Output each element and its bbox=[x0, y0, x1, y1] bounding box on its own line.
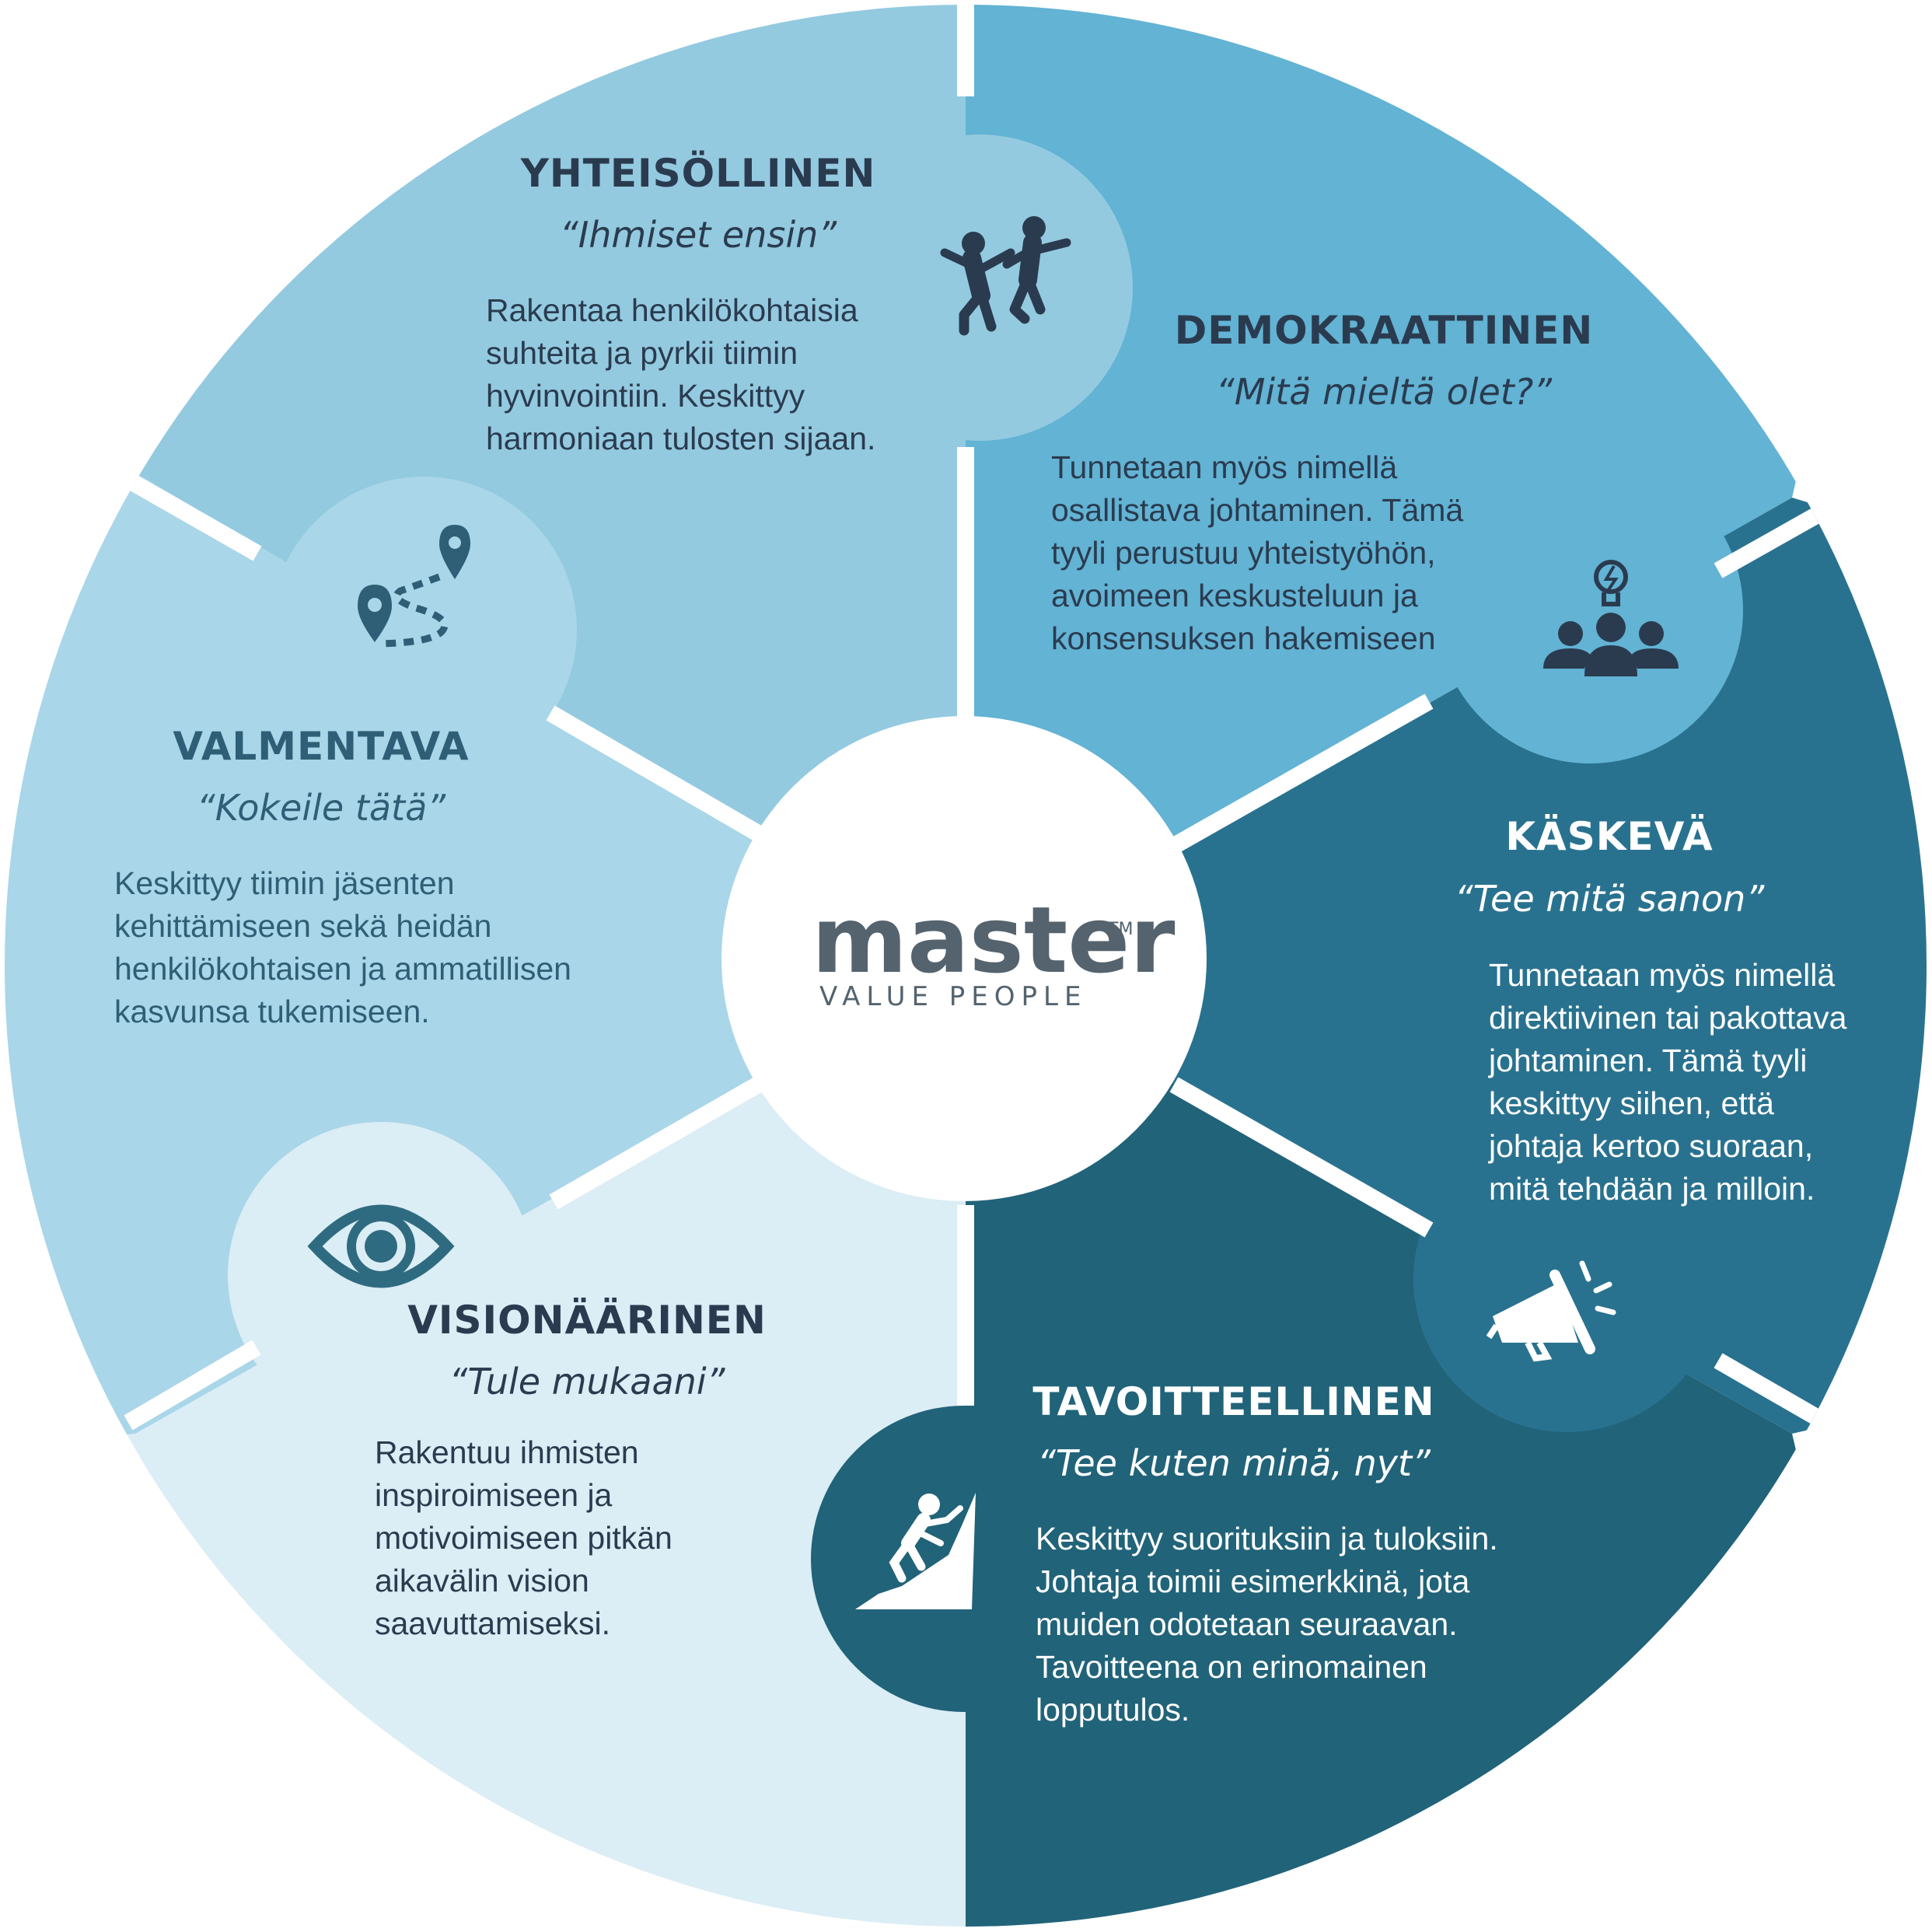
sector-kaskeva bbox=[966, 498, 1927, 1434]
dividers bbox=[124, 5, 1894, 1431]
desc-line: kehittämiseen sekä heidän bbox=[114, 908, 491, 944]
desc-line: kasvunsa tukemiseen. bbox=[114, 994, 430, 1029]
desc-line: muiden odotetaan seuraavan. bbox=[1036, 1606, 1458, 1642]
segment-tavoitteellinen: TAVOITTEELLINEN “Tee kuten minä, nyt” Ke… bbox=[1032, 1379, 1507, 1728]
yhteisollinen-desc: Rakentaa henkilökohtaisia suhteita ja py… bbox=[486, 292, 875, 456]
sector-valmentava bbox=[5, 475, 966, 1447]
desc-line: Tunnetaan myös nimellä bbox=[1051, 449, 1397, 485]
valmentava-desc: Keskittyy tiimin jäsenten kehittämiseen … bbox=[114, 865, 580, 1029]
desc-line: keskittyy siihen, että bbox=[1489, 1085, 1774, 1121]
desc-line: konsensuksen hakemiseen bbox=[1051, 620, 1436, 656]
valmentava-title: VALMENTAVA bbox=[173, 724, 469, 769]
desc-line: saavuttamiseksi. bbox=[375, 1605, 610, 1641]
desc-line: inspiroimiseen ja bbox=[375, 1477, 613, 1513]
desc-line: johtaminen. Tämä tyyli bbox=[1488, 1043, 1807, 1078]
visionaarinen-desc: Rakentuu ihmisten inspiroimiseen ja moti… bbox=[375, 1434, 681, 1641]
desc-line: Tavoitteena on erinomainen bbox=[1036, 1649, 1427, 1685]
tab-kaskeva bbox=[1413, 1126, 1720, 1432]
visionaarinen-quote: “Tule mukaani” bbox=[449, 1361, 726, 1403]
desc-line: johtaja kertoo suoraan, bbox=[1488, 1128, 1813, 1164]
megaphone-icon bbox=[1486, 1260, 1616, 1362]
eye-icon bbox=[307, 1204, 455, 1288]
desc-line: motivoimiseen pitkän bbox=[375, 1520, 673, 1556]
valmentava-quote: “Kokeile tätä” bbox=[197, 787, 446, 829]
desc-line: Johtaja toimii esimerkkinä, jota bbox=[1036, 1563, 1469, 1599]
master-logo: master TM VALUE PEOPLE bbox=[812, 886, 1175, 1012]
desc-line: aikavälin vision bbox=[375, 1563, 589, 1598]
tavoitteellinen-quote: “Tee kuten minä, nyt” bbox=[1037, 1442, 1431, 1484]
segment-kaskeva: KÄSKEVÄ “Tee mitä sanon” Tunnetaan myös … bbox=[1455, 814, 1856, 1207]
desc-line: Rakentuu ihmisten bbox=[375, 1434, 639, 1470]
yhteisollinen-quote: “Ihmiset ensin” bbox=[560, 214, 837, 256]
segment-valmentava: VALMENTAVA “Kokeile tätä” Keskittyy tiim… bbox=[114, 724, 580, 1029]
desc-line: hyvinvointiin. Keskittyy bbox=[486, 378, 805, 414]
demokraattinen-quote: “Mitä mieltä olet?” bbox=[1216, 371, 1553, 413]
tavoitteellinen-desc: Keskittyy suorituksiin ja tuloksiin. Joh… bbox=[1036, 1521, 1507, 1728]
desc-line: mitä tehdään ja milloin. bbox=[1489, 1171, 1815, 1207]
demokraattinen-desc: Tunnetaan myös nimellä osallistava johta… bbox=[1051, 449, 1473, 656]
desc-line: tyyli perustuu yhteistyöhön, bbox=[1051, 535, 1436, 571]
segment-visionaarinen: VISIONÄÄRINEN “Tule mukaani” Rakentuu ih… bbox=[375, 1298, 767, 1641]
desc-line: osallistava johtaminen. Tämä bbox=[1051, 492, 1463, 528]
segment-demokraattinen: DEMOKRAATTINEN “Mitä mieltä olet?” Tunne… bbox=[1051, 308, 1594, 656]
team-idea-icon bbox=[1543, 560, 1679, 676]
desc-line: Keskittyy tiimin jäsenten bbox=[114, 865, 455, 901]
logo-trademark: TM bbox=[1107, 920, 1133, 939]
desc-line: lopputulos. bbox=[1036, 1692, 1190, 1728]
desc-line: Tunnetaan myös nimellä bbox=[1489, 957, 1835, 993]
demokraattinen-title: DEMOKRAATTINEN bbox=[1175, 308, 1594, 353]
desc-line: suhteita ja pyrkii tiimin bbox=[486, 335, 798, 371]
desc-line: henkilökohtaisen ja ammatillisen bbox=[114, 951, 571, 987]
desc-line: Keskittyy suorituksiin ja tuloksiin. bbox=[1036, 1521, 1498, 1556]
kaskeva-quote: “Tee mitä sanon” bbox=[1455, 878, 1766, 920]
tab-demokraattinen bbox=[1437, 457, 1743, 763]
logo-tagline: VALUE PEOPLE bbox=[819, 981, 1087, 1012]
kaskeva-title: KÄSKEVÄ bbox=[1505, 814, 1713, 859]
climber-icon bbox=[855, 1493, 976, 1609]
segment-yhteisollinen: YHTEISÖLLINEN “Ihmiset ensin” Rakentaa h… bbox=[486, 150, 875, 456]
logo-word: master bbox=[812, 886, 1175, 994]
yhteisollinen-title: YHTEISÖLLINEN bbox=[520, 150, 876, 196]
route-pins-icon bbox=[358, 525, 470, 648]
center-logo-disc bbox=[721, 716, 1207, 1201]
desc-line: direktiivinen tai pakottava bbox=[1489, 1000, 1847, 1036]
desc-line: Rakentaa henkilökohtaisia bbox=[486, 292, 858, 328]
visionaarinen-title: VISIONÄÄRINEN bbox=[407, 1298, 767, 1343]
desc-line: harmoniaan tulosten sijaan. bbox=[486, 421, 875, 456]
dancing-people-icon bbox=[940, 216, 1071, 336]
tab-valmentava bbox=[271, 477, 577, 783]
kaskeva-desc: Tunnetaan myös nimellä direktiivinen tai… bbox=[1488, 957, 1856, 1207]
desc-line: avoimeen keskusteluun ja bbox=[1051, 578, 1418, 613]
tavoitteellinen-title: TAVOITTEELLINEN bbox=[1032, 1379, 1434, 1424]
